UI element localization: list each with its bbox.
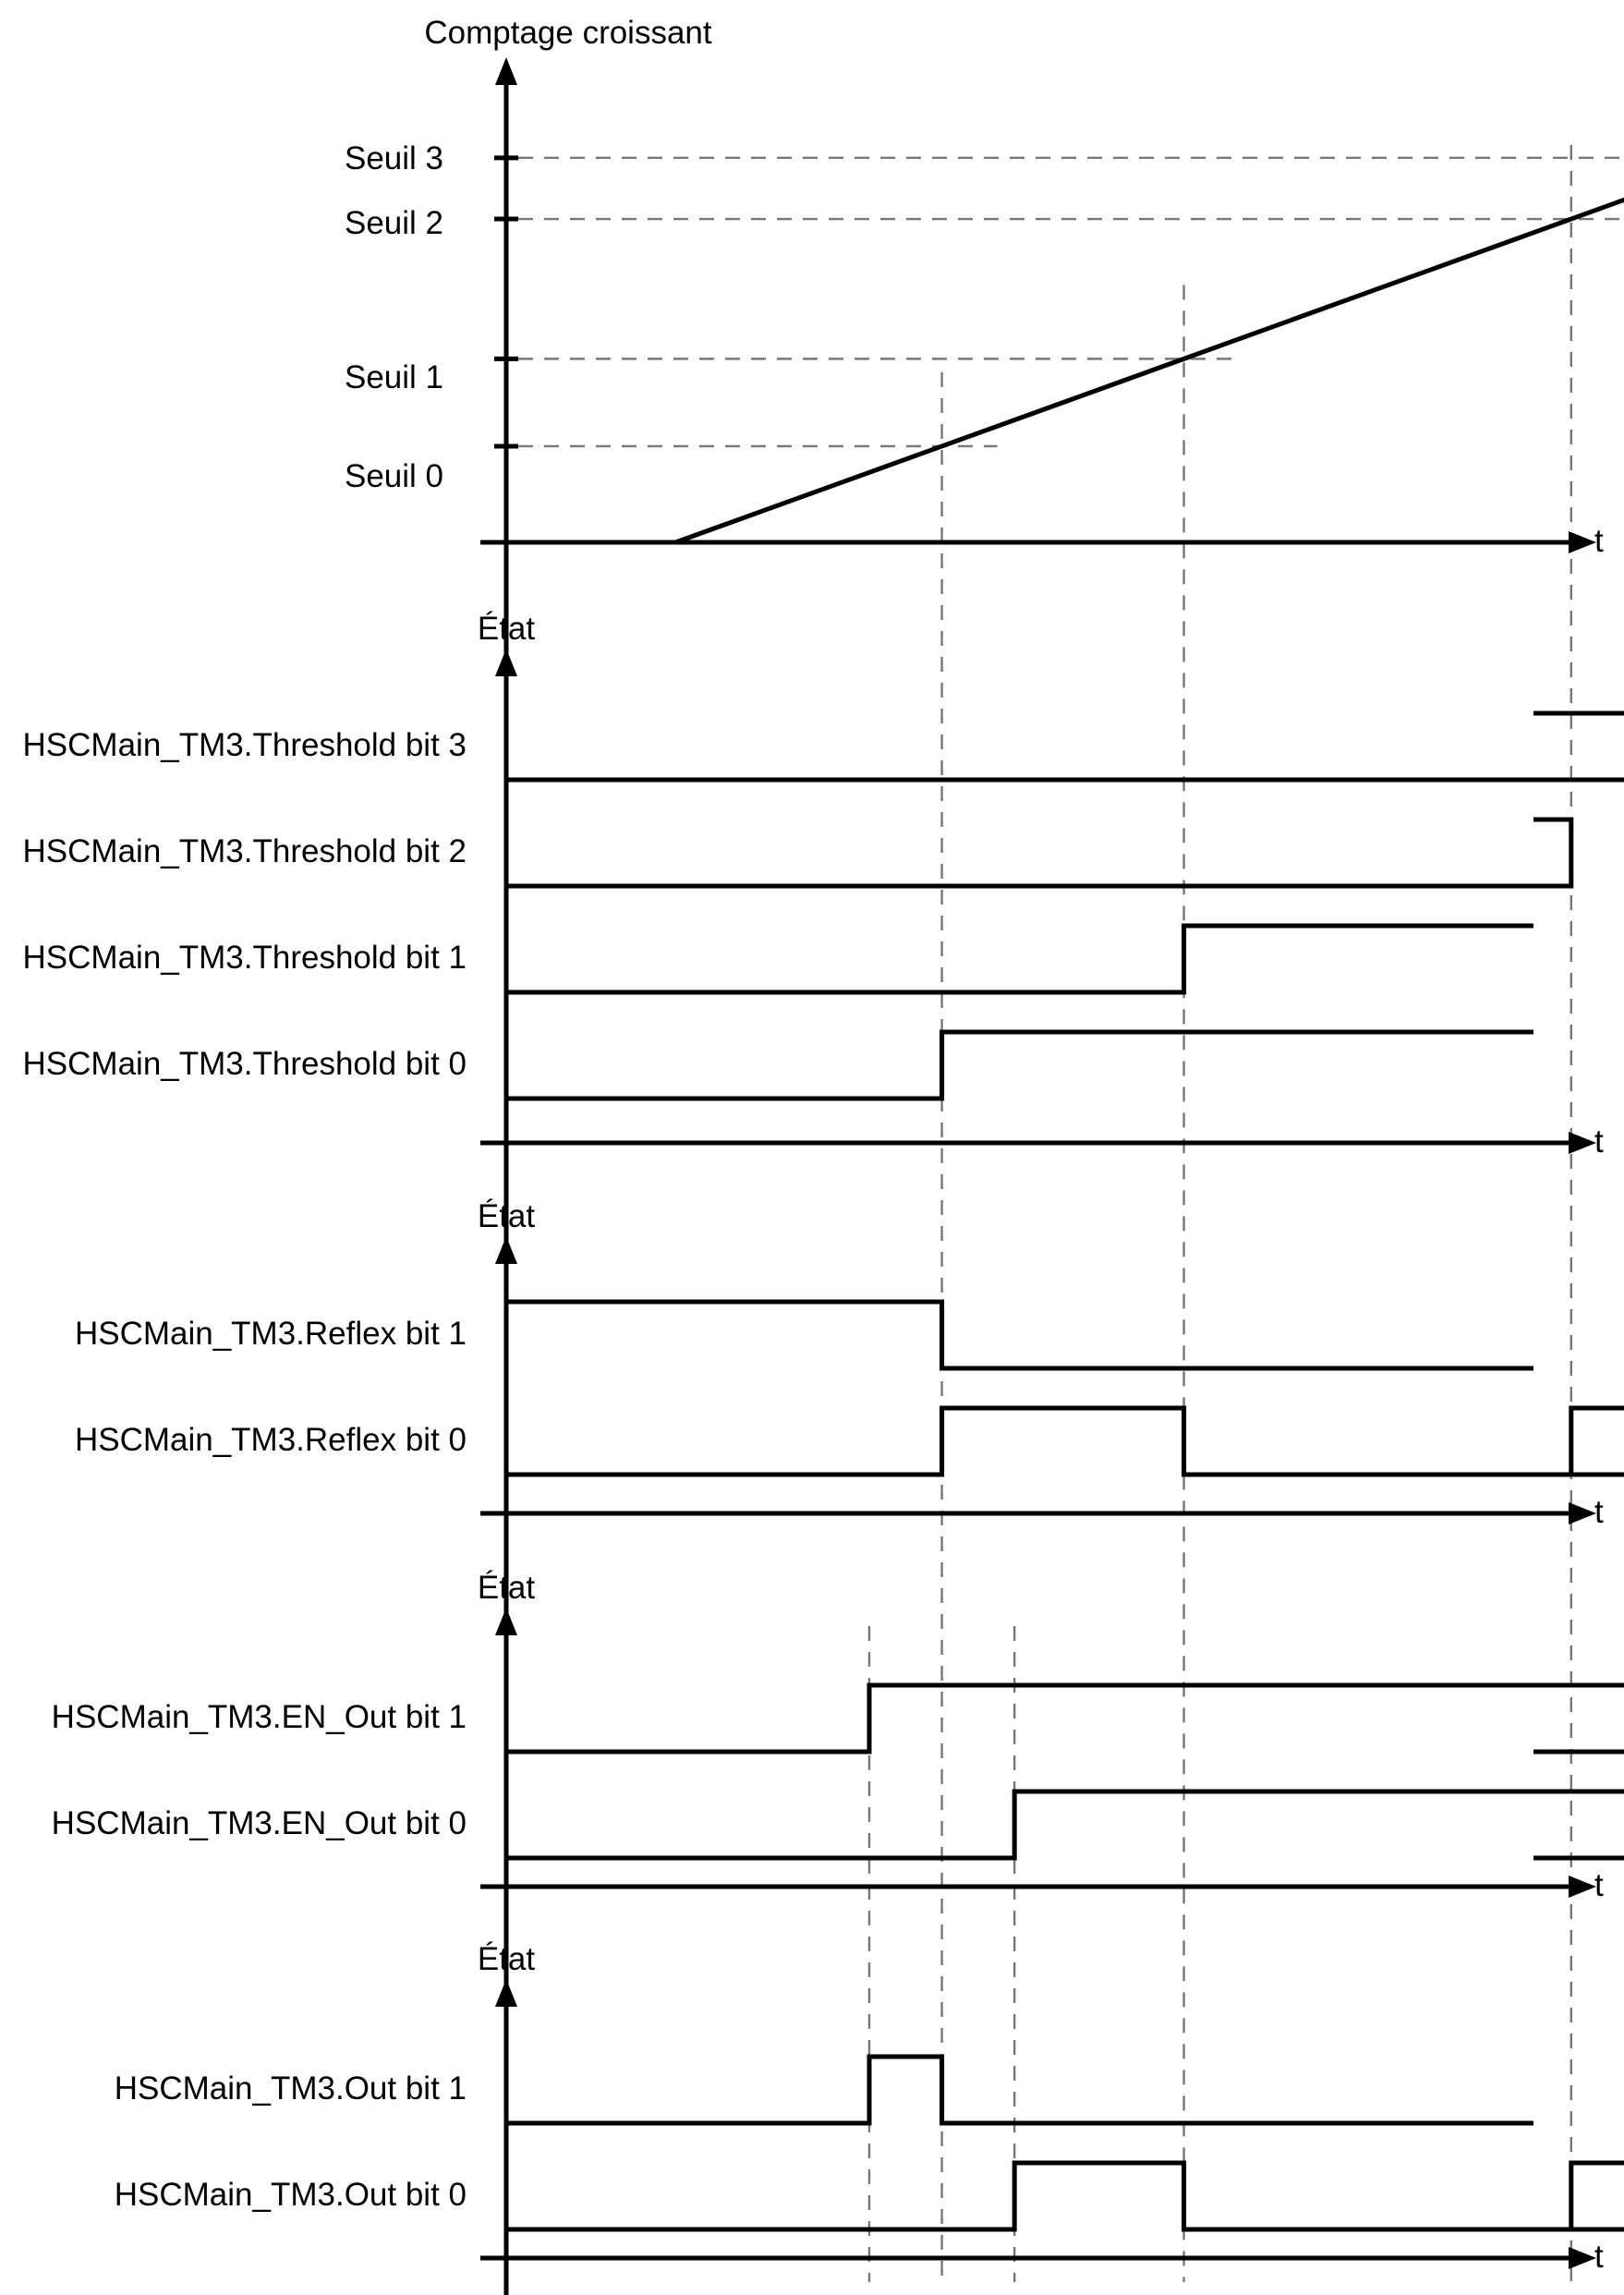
signal-waveform	[506, 1299, 1533, 1371]
waves	[506, 710, 1624, 2232]
axes	[495, 57, 517, 2295]
t-axis-label-threshold: t	[1594, 1123, 1604, 1160]
counter-y-title: Comptage croissant	[424, 15, 712, 51]
ramp-layer	[674, 197, 1624, 545]
t-axis-arrow	[1569, 1502, 1596, 1524]
threshold-label-3: Seuil 3	[345, 140, 443, 176]
threshold-panel-y-title: État	[478, 611, 536, 647]
signal-label: HSCMain_TM3.Threshold bit 1	[23, 940, 467, 976]
ticks	[494, 155, 518, 449]
t-axis-label-reflex: t	[1594, 1494, 1604, 1530]
threshold-label-2: Seuil 2	[345, 205, 443, 241]
y-axis-arrow-out	[495, 1979, 517, 2007]
t-axis-arrow	[1569, 531, 1596, 553]
signal-waveform	[506, 2160, 1624, 2232]
reflex-panel-y-title: État	[478, 1198, 536, 1234]
signal-label: HSCMain_TM3.Threshold bit 3	[23, 727, 467, 763]
count-ramp	[674, 197, 1624, 545]
signal-label: HSCMain_TM3.Out bit 1	[115, 2070, 467, 2107]
signal-waveform	[506, 2054, 1533, 2126]
y-axis-arrow-counter	[495, 57, 517, 85]
y-axis-arrow-threshold	[495, 649, 517, 676]
signal-label: HSCMain_TM3.Out bit 0	[115, 2177, 467, 2213]
t-axis-arrow	[1569, 1132, 1596, 1154]
signal-waveform	[506, 1682, 1624, 1755]
guides	[518, 145, 1624, 2282]
y-axis-arrow-reflex	[495, 1236, 517, 1264]
t-axes	[480, 531, 1596, 2269]
threshold-label-1: Seuil 1	[345, 359, 443, 395]
out-panel-y-title: État	[478, 1941, 536, 1977]
signal-label: HSCMain_TM3.EN_Out bit 0	[52, 1805, 467, 1841]
signal-label: HSCMain_TM3.Reflex bit 0	[75, 1422, 467, 1458]
signal-label: HSCMain_TM3.Threshold bit 0	[23, 1046, 467, 1082]
t-axis-arrow	[1569, 1876, 1596, 1898]
signal-waveform	[506, 817, 1574, 889]
threshold-label-0: Seuil 0	[345, 458, 443, 494]
en-out-panel-y-title: État	[478, 1570, 536, 1606]
signal-waveform	[506, 710, 1624, 783]
t-axis-label-counter: t	[1594, 523, 1604, 559]
signal-waveform	[506, 923, 1533, 995]
signal-label: HSCMain_TM3.Threshold bit 2	[23, 833, 467, 869]
t-axis-arrow	[1569, 2247, 1596, 2269]
labels: Comptage croissant Seuil 3 Seuil 2 Seuil…	[23, 15, 1604, 2275]
signal-waveform	[506, 1789, 1624, 1861]
signal-waveform	[506, 1029, 1533, 1101]
t-axis-label-out: t	[1594, 2239, 1604, 2275]
t-axis-label-en-out: t	[1594, 1867, 1604, 1903]
y-axis-arrow-en-out	[495, 1608, 517, 1635]
signal-label: HSCMain_TM3.EN_Out bit 1	[52, 1699, 467, 1735]
signal-waveform	[506, 1405, 1624, 1477]
signal-label: HSCMain_TM3.Reflex bit 1	[75, 1316, 467, 1352]
